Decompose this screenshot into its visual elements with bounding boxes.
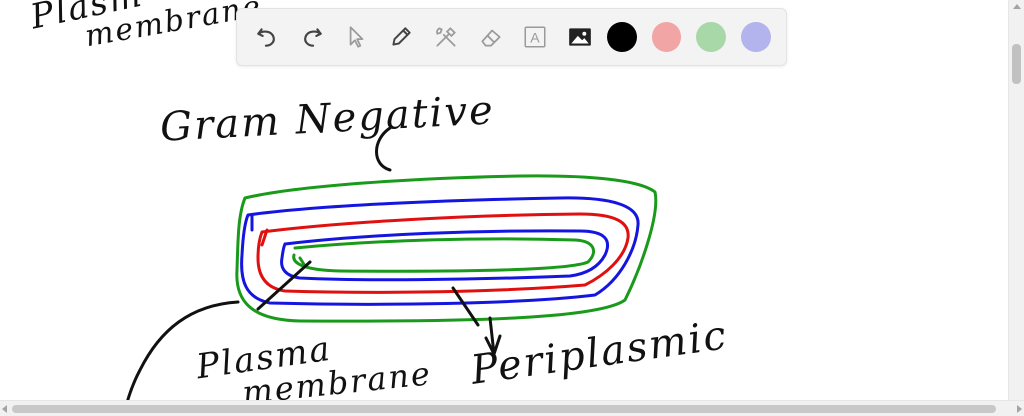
vertical-scroll-thumb[interactable]	[1012, 44, 1021, 84]
pointer-icon	[350, 26, 364, 48]
cell-wall-blue	[240, 196, 640, 306]
scroll-up-icon[interactable]	[1013, 4, 1021, 9]
image-icon	[569, 28, 591, 46]
text-button[interactable]: A	[517, 19, 553, 55]
eraser-button[interactable]	[473, 19, 509, 55]
pen-icon	[392, 27, 411, 46]
inner-blue	[280, 229, 610, 282]
text-icon-glyph: A	[531, 29, 541, 45]
horizontal-scrollbar[interactable]	[0, 400, 1024, 416]
peptidoglycan-red	[256, 212, 630, 294]
pointer-plasma-membrane	[256, 260, 312, 311]
vertical-scrollbar[interactable]	[1008, 0, 1024, 400]
drawing-toolbar: A	[236, 8, 787, 66]
color-red-swatch[interactable]	[651, 22, 682, 52]
redo-icon	[303, 28, 322, 47]
pen-button[interactable]	[383, 19, 419, 55]
undo-icon	[257, 28, 275, 47]
pointer-periplasmic	[451, 286, 502, 356]
color-green-swatch[interactable]	[696, 22, 727, 52]
cell-diagram	[235, 174, 658, 323]
scroll-right-icon[interactable]	[1017, 405, 1022, 413]
color-black-swatch[interactable]	[606, 22, 637, 52]
undo-button[interactable]	[249, 19, 285, 55]
tools-button[interactable]	[428, 19, 464, 55]
eraser-icon	[480, 29, 501, 47]
outer-membrane-green	[235, 174, 658, 323]
select-button[interactable]	[338, 19, 374, 55]
pointer-curve	[123, 300, 240, 412]
color-blue-swatch[interactable]	[741, 22, 771, 52]
plasma-membrane-green	[292, 237, 596, 273]
redo-button[interactable]	[294, 19, 330, 55]
tools-icon	[435, 27, 456, 47]
annotation-pointers	[123, 126, 502, 412]
horizontal-scroll-thumb[interactable]	[12, 405, 996, 413]
text-icon: A	[524, 26, 546, 48]
image-button[interactable]	[562, 19, 598, 55]
scroll-left-icon[interactable]	[2, 405, 7, 413]
title-underscore-hook	[375, 126, 392, 172]
